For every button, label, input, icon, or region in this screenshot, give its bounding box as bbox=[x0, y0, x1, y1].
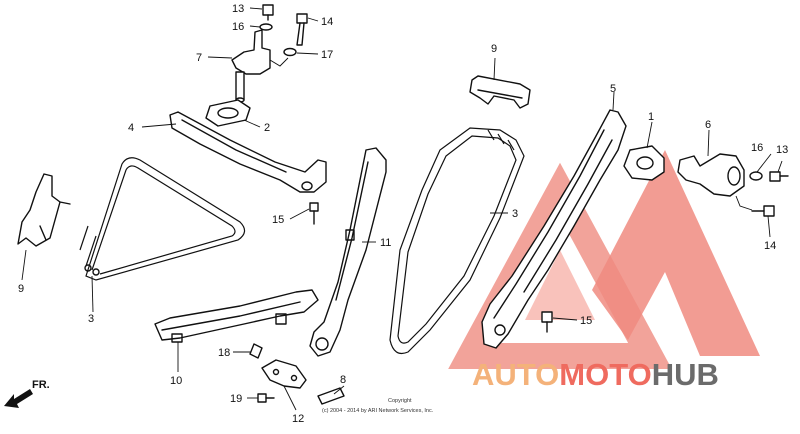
front-arrow-icon bbox=[4, 389, 33, 408]
direction-label: FR. bbox=[32, 379, 50, 391]
part-14-bolt-right bbox=[751, 205, 775, 217]
part-9-chain-guide-left bbox=[17, 173, 71, 247]
callout-14-top: 14 bbox=[321, 16, 333, 28]
part-3-timing-chain-right bbox=[389, 127, 525, 355]
part-7-tensioner-lifter bbox=[231, 29, 289, 103]
watermark-text-moto: MOTO bbox=[559, 357, 651, 392]
copyright-line-1: Copyright bbox=[388, 398, 412, 404]
callout-10: 10 bbox=[170, 375, 182, 387]
part-13-bolt-right bbox=[769, 171, 789, 182]
callout-15-right: 15 bbox=[580, 315, 592, 327]
callout-14-right: 14 bbox=[764, 240, 776, 252]
part-1-gasket-right bbox=[623, 145, 665, 181]
direction-indicator: FR. bbox=[4, 379, 50, 408]
callout-4: 4 bbox=[128, 122, 134, 134]
callout-6: 6 bbox=[705, 119, 711, 131]
part-12-plate bbox=[261, 359, 307, 389]
part-14-bolt-top-left bbox=[296, 13, 308, 46]
callout-16-top: 16 bbox=[232, 21, 244, 33]
callout-3-right: 3 bbox=[512, 208, 518, 220]
callout-17: 17 bbox=[321, 49, 333, 61]
part-6-tensioner-lifter-right bbox=[677, 153, 753, 211]
part-2-gasket bbox=[205, 99, 251, 127]
part-9-chain-guide-right bbox=[469, 75, 531, 109]
svg-text:AUTOMOTOHUB: AUTOMOTOHUB bbox=[472, 357, 719, 392]
part-10-chain-guide-lower bbox=[154, 289, 319, 343]
callout-18: 18 bbox=[218, 347, 230, 359]
callout-11: 11 bbox=[380, 237, 391, 249]
part-15-bolt-left bbox=[309, 202, 319, 225]
part-5-chain-guide-right-long bbox=[481, 109, 627, 349]
part-15-bolt-right bbox=[541, 311, 553, 333]
watermark-text-hub: HUB bbox=[652, 357, 719, 392]
part-16-washer-top-left bbox=[259, 23, 273, 31]
callout-13-right: 13 bbox=[776, 144, 788, 156]
callout-13-top: 13 bbox=[232, 3, 244, 15]
part-19-bolt bbox=[257, 393, 275, 403]
callout-9-right: 9 bbox=[491, 43, 497, 55]
callout-1: 1 bbox=[648, 111, 654, 123]
leader-lines bbox=[21, 7, 783, 411]
copyright-line-2: (c) 2004 - 2014 by ARI Network Services,… bbox=[322, 408, 434, 414]
callout-12: 12 bbox=[292, 413, 304, 425]
part-8-pin bbox=[317, 387, 345, 405]
part-11-tensioner-arm bbox=[309, 147, 387, 357]
part-3-timing-chain-left bbox=[79, 157, 246, 281]
part-17-washer bbox=[283, 47, 297, 57]
part-callouts: 13 16 14 17 7 2 4 15 11 9 3 5 1 6 16 13 … bbox=[18, 3, 788, 425]
callout-15-left: 15 bbox=[272, 214, 284, 226]
callout-8: 8 bbox=[340, 374, 346, 386]
part-13-bolt-top-left bbox=[262, 4, 274, 21]
callout-3-left: 3 bbox=[88, 313, 94, 325]
callout-2: 2 bbox=[264, 122, 270, 134]
callout-9-left: 9 bbox=[18, 283, 24, 295]
callout-5: 5 bbox=[610, 83, 616, 95]
part-16-washer-right bbox=[749, 171, 763, 181]
callout-19: 19 bbox=[230, 393, 242, 405]
part-4-chain-guide-upper bbox=[169, 111, 327, 193]
callout-7: 7 bbox=[196, 52, 202, 64]
callout-16-right: 16 bbox=[751, 142, 763, 154]
watermark-text-auto: AUTO bbox=[472, 357, 559, 392]
copyright-notice: Copyright (c) 2004 - 2014 by ARI Network… bbox=[322, 398, 434, 414]
part-18-clip bbox=[249, 343, 263, 359]
